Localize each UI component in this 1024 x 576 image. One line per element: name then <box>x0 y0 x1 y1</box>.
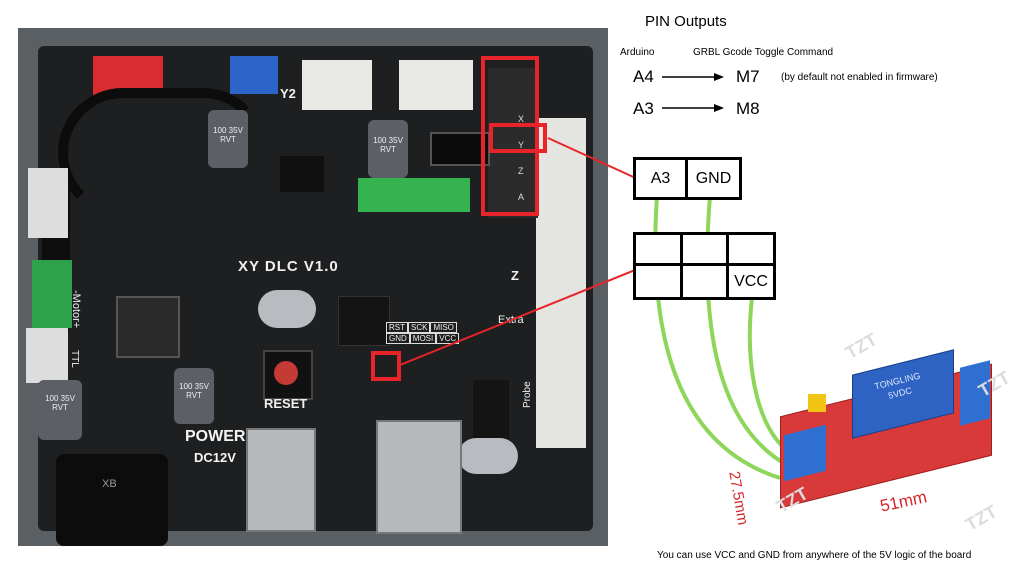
icsp-label: VCC <box>436 333 460 344</box>
diagram-title: PIN Outputs <box>645 13 727 30</box>
column-arduino: Arduino <box>620 47 655 58</box>
highlight-pin-header <box>481 56 539 216</box>
pin-a3: A3 <box>633 99 654 118</box>
side-label-x: X <box>518 114 525 124</box>
board-name: XY DLC V1.0 <box>238 258 339 275</box>
capacitor-label-1: 100 35V RVT <box>213 126 243 144</box>
y2-label: Y2 <box>280 86 296 101</box>
ic-chip-1 <box>280 156 324 192</box>
relay-module: TONGLING 5VDC <box>770 349 1000 509</box>
power-switch <box>56 454 168 546</box>
ic-chip-main <box>338 296 390 346</box>
icsp-label: SCK <box>408 322 431 333</box>
header-cell-a3: A3 <box>636 160 688 197</box>
icsp-label: MOSI <box>409 333 437 344</box>
relay-jumper <box>808 394 826 412</box>
crystal-2 <box>458 438 518 474</box>
header-icsp: VCC <box>633 232 776 300</box>
icsp-label: MISO <box>430 322 457 333</box>
wire-vcc <box>747 297 786 450</box>
side-label-y: Y <box>518 140 525 150</box>
header-a3-gnd: A3 GND <box>633 157 742 200</box>
column-grbl: GRBL Gcode Toggle Command <box>693 47 834 58</box>
blue-connector <box>230 56 278 94</box>
green-terminal-left <box>32 260 72 328</box>
power-spec: DC12V <box>194 450 236 465</box>
header-cell-gnd: GND <box>695 169 732 187</box>
reset-label: RESET <box>264 396 308 411</box>
white-connector-2 <box>399 60 473 110</box>
red-leader-vcc <box>399 267 641 366</box>
capacitor-label-3: 100 35V RVT <box>45 394 75 412</box>
icsp-label: RST <box>386 322 408 333</box>
pin-header <box>488 68 538 218</box>
z-label: Z <box>511 268 519 283</box>
left-white-connector-2 <box>26 328 68 383</box>
capacitor-label-4: 100 35V RVT <box>179 382 209 400</box>
usb-port-1 <box>246 428 316 532</box>
regulator-1 <box>116 296 180 358</box>
note-m7: (by default not enabled in firmware) <box>781 72 938 83</box>
pin-a4: A4 <box>633 67 654 86</box>
icsp-cell <box>729 235 773 266</box>
capacitor-1 <box>208 110 248 168</box>
green-terminal <box>358 178 470 212</box>
left-white-connector <box>28 168 68 238</box>
command-m7: M7 <box>736 67 760 86</box>
icsp-cell-vcc: VCC <box>734 272 768 290</box>
right-white-connectors <box>536 118 586 448</box>
icsp-cell <box>683 266 729 297</box>
icsp-cell <box>636 235 683 266</box>
white-connector-1 <box>302 60 372 110</box>
highlight-a3-gnd <box>489 123 547 153</box>
jumper-block <box>430 132 490 166</box>
arrow-head-icon <box>714 104 724 112</box>
icsp-cell <box>636 266 683 297</box>
footnote: You can use VCC and GND from anywhere of… <box>657 550 972 561</box>
side-label-a: A <box>518 192 525 202</box>
red-leader-a3-gnd <box>547 137 641 181</box>
power-label: POWER <box>185 428 246 445</box>
ic-chip-3 <box>473 380 509 440</box>
capacitor-3 <box>38 380 82 440</box>
capacitor-4 <box>174 368 214 424</box>
side-label-z: Z <box>518 166 524 176</box>
usb-port-2 <box>376 420 462 534</box>
crystal <box>258 290 316 328</box>
reset-button-cap <box>274 361 298 385</box>
cable-bundle <box>58 88 268 218</box>
icsp-cell <box>683 235 729 266</box>
board-photo: 100 35V RVT 100 35V RVT 100 35V RVT 100 … <box>18 28 608 546</box>
capacitor-label-2: 100 35V RVT <box>373 136 403 154</box>
switch-label: XB <box>102 478 117 490</box>
capacitor-2 <box>368 120 408 178</box>
highlight-icsp-vcc <box>371 351 401 381</box>
icsp-label: GND <box>386 333 410 344</box>
arrow-head-icon <box>714 73 724 81</box>
command-m8: M8 <box>736 99 760 118</box>
icsp-label-grid: RST SCK MISO GND MOSI VCC <box>386 322 460 344</box>
